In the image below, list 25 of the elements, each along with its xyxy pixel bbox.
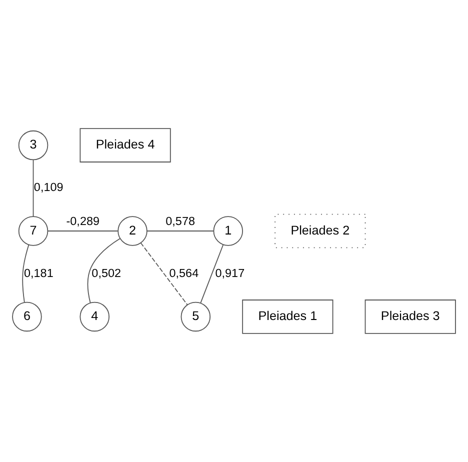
- node-circle: 6: [12, 302, 42, 332]
- node-box: Pleiades 2: [274, 214, 366, 248]
- edge-label: -0,289: [66, 215, 100, 228]
- edge-label: 0,502: [92, 266, 122, 280]
- connector: [146, 230, 214, 232]
- edge-label: 0,578: [166, 215, 195, 228]
- node-circle: 1: [213, 216, 244, 246]
- edge-label: 0,564: [169, 266, 199, 280]
- node-box: Pleiades 4: [80, 128, 171, 162]
- node-circle: 7: [18, 216, 48, 246]
- node-box: Pleiades 1: [242, 300, 334, 334]
- connector: [22, 244, 30, 303]
- connector: [87, 238, 121, 304]
- connector: [47, 230, 118, 232]
- connector: [140, 242, 188, 306]
- node-box: Pleiades 3: [364, 300, 456, 334]
- node-circle: 4: [80, 302, 110, 332]
- connector: [200, 244, 224, 304]
- node-circle: 5: [180, 302, 211, 332]
- edge-label: 0,917: [215, 266, 245, 280]
- connector: [32, 160, 34, 217]
- node-circle: 2: [118, 216, 148, 246]
- node-circle: 3: [18, 130, 48, 160]
- edge-label: 0,109: [34, 181, 64, 194]
- edge-label: 0,181: [24, 266, 54, 280]
